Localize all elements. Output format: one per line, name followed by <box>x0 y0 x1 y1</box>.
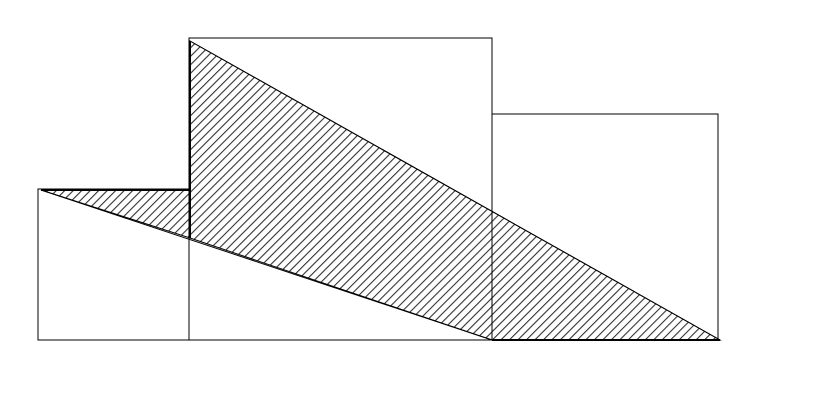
diagonal-line-main <box>189 40 721 341</box>
diagonal-line-left <box>40 189 493 341</box>
